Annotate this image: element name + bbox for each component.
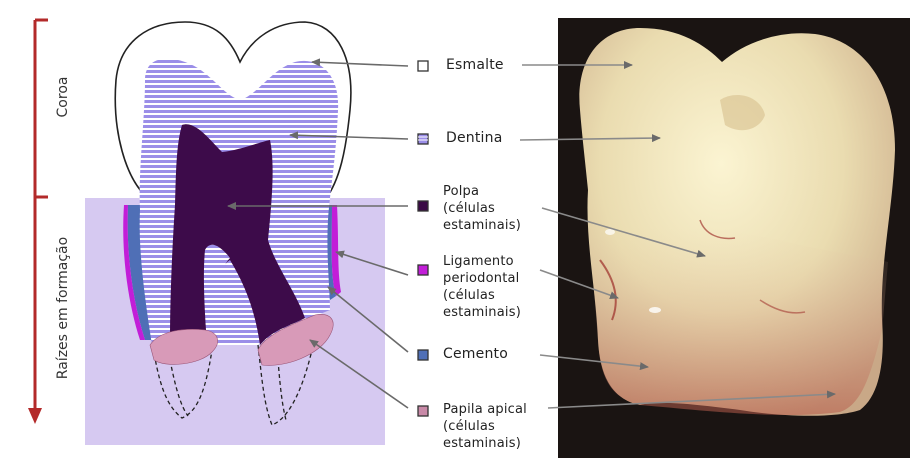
molar-photo <box>558 18 910 458</box>
swatch-ligament <box>418 265 428 275</box>
swatch-enamel <box>418 61 428 71</box>
legend-enamel-label: Esmalte <box>446 57 504 74</box>
molar-root-tint <box>590 227 888 415</box>
legend-ligament-label: Ligamento periodontal (células estaminai… <box>443 253 521 321</box>
stage-bracket <box>28 20 48 424</box>
crown-label: Coroa <box>55 62 71 132</box>
legend-dentin-label: Dentina <box>446 130 503 147</box>
legend-papilla-label: Papila apical (células estaminais) <box>443 401 527 452</box>
roots-label: Raízes em formação <box>55 215 71 401</box>
legend-pulp-label: Polpa (células estaminais) <box>443 183 521 234</box>
bracket-arrowhead <box>28 408 42 424</box>
legend-swatches <box>418 61 428 416</box>
swatch-pulp <box>418 201 428 211</box>
legend-cementum-label: Cemento <box>443 346 508 363</box>
swatch-papilla <box>418 406 428 416</box>
swatch-cementum <box>418 350 428 360</box>
swatch-dentin <box>418 134 428 144</box>
